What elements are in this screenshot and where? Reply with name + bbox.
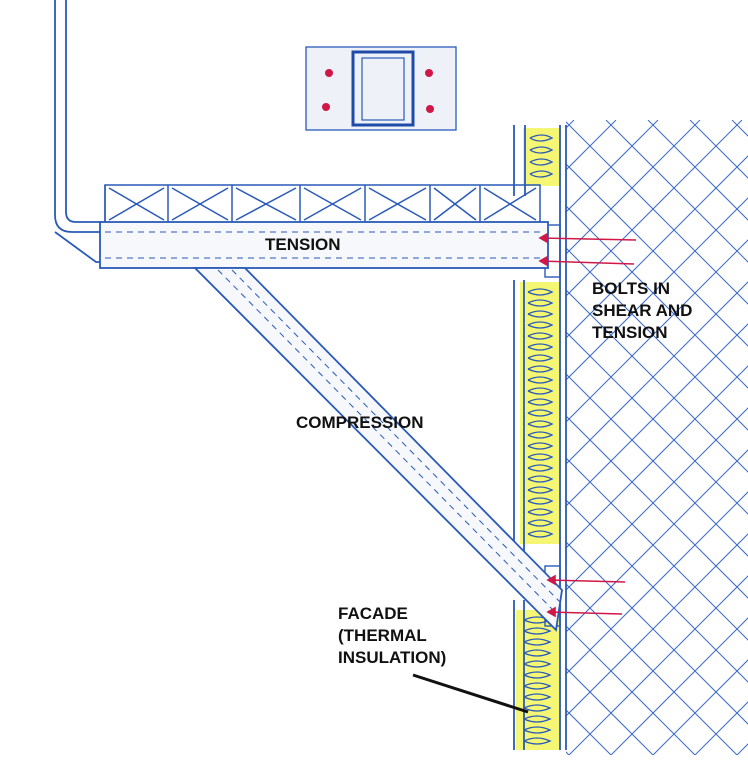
downpipe — [54, 0, 102, 263]
bolts-label: BOLTS IN SHEAR AND TENSION — [592, 278, 692, 344]
hatch-line — [566, 323, 748, 507]
compression-strut — [192, 267, 563, 632]
truss-brace — [433, 187, 477, 221]
truss-brace — [303, 187, 362, 221]
hatch-line — [566, 491, 748, 675]
hatch-line — [566, 197, 748, 381]
hatch-line — [566, 625, 696, 755]
deck-truss — [104, 184, 541, 224]
insulation-coil-top — [529, 134, 554, 178]
compression-label: COMPRESSION — [296, 413, 424, 432]
hatch-line — [566, 120, 743, 297]
hatch-line — [566, 289, 748, 473]
truss-brace — [483, 187, 537, 221]
hatch-line — [566, 499, 748, 683]
hatch-line — [568, 575, 748, 755]
masonry-hatch-icon — [0, 120, 748, 755]
insulation-bottom — [516, 610, 560, 750]
hatch-line — [566, 457, 748, 641]
hatch-line — [566, 163, 748, 347]
bolt-icon — [322, 69, 434, 113]
hatch-line — [566, 281, 748, 465]
hatch-line — [652, 659, 748, 755]
hatch-line — [566, 407, 748, 591]
facade-label: FACADE (THERMAL INSULATION) — [338, 603, 446, 669]
hatch-line — [566, 155, 748, 339]
insulation-coil-middle — [527, 288, 554, 538]
facade-label-line: INSULATION) — [338, 648, 447, 667]
truss-brace — [235, 187, 297, 221]
facade-wall — [513, 125, 567, 750]
hatch-line — [566, 533, 748, 717]
insulation-coil-icon — [516, 128, 560, 750]
hatch-line — [566, 365, 748, 549]
hatch-line — [731, 120, 748, 137]
bolts-label-line: SHEAR AND — [592, 301, 693, 320]
truss-brace — [171, 187, 229, 221]
truss-brace — [368, 187, 427, 221]
bolts-label-line: BOLTS IN — [592, 279, 671, 298]
hatch-line — [0, 120, 532, 755]
facade-label-line: (THERMAL — [338, 626, 427, 645]
hatch-line — [566, 583, 738, 755]
hatch-line — [566, 121, 748, 305]
truss-brace — [108, 187, 165, 221]
hatch-line — [566, 541, 748, 725]
hatch-line — [605, 120, 748, 263]
connection-plate-icon — [305, 46, 457, 131]
hatch-line — [566, 239, 748, 423]
hatch-line — [566, 120, 701, 255]
tension-label: TENSION — [265, 235, 341, 254]
tension-beam — [99, 221, 549, 269]
facade-label-line: FACADE — [338, 604, 408, 623]
hatch-line — [610, 617, 748, 755]
facade-leader-line — [412, 673, 529, 714]
hatch-line — [0, 120, 532, 755]
insulation-middle — [520, 282, 560, 544]
hatch-line — [566, 205, 748, 389]
wall-bolts — [538, 232, 637, 618]
hatch-line — [736, 743, 748, 755]
bolts-label-line: TENSION — [592, 323, 668, 342]
hatch-line — [647, 120, 748, 221]
